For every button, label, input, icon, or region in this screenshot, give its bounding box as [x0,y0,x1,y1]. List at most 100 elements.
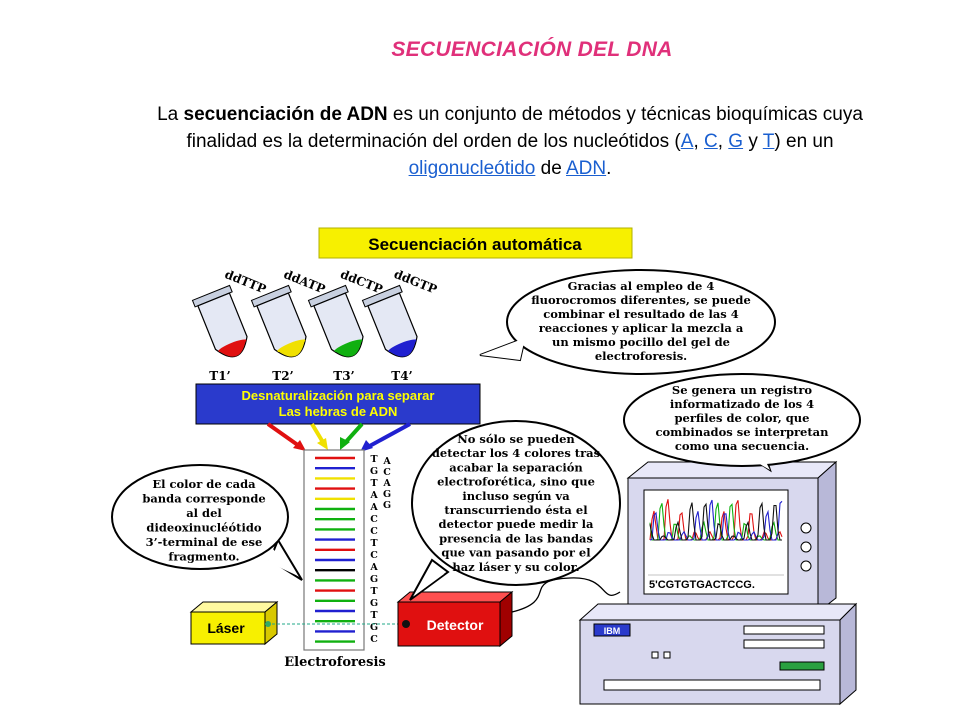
bubble-line: combinar el resultado de las 4 [543,307,739,321]
bubble-line: El color de cada [152,477,256,491]
link-a[interactable]: A [680,131,694,152]
sequence-letter: T [370,454,377,465]
banner: Secuenciación automática [318,227,633,259]
sequence-letter: G [370,466,378,477]
laser-box: Láser [189,600,279,646]
denaturation-line-1: Desnaturalización para separar [242,388,435,403]
chromatogram-trace [649,499,783,541]
tube-tag: T4’ [391,369,412,383]
sequence-letter: G [383,489,391,500]
denaturation-line-2: Las hebras de ADN [279,404,398,419]
bubble-line: informatizado de los 4 [670,397,814,411]
bubble-line: reacciones y aplicar la mezcla a [539,321,744,335]
sequence-letter: C [383,467,391,478]
sequence-letter: T [370,586,377,597]
bubble-line: banda corresponde [142,492,265,506]
gel-bands [315,456,355,643]
sequence-letter: C [370,514,378,525]
sequence-letter: G [370,574,378,585]
bubble-line: que van pasando por el [441,546,591,560]
bubble-line: dideoxinucléótido [146,521,261,535]
bubble-line: acabar la separación [449,460,583,474]
bubble-line: haz láser y su color. [452,560,579,574]
chromatogram [648,499,784,576]
bubble-line: electroforética, sino que [437,475,595,489]
link-c[interactable]: C [704,131,718,152]
bubble-line: Gracias al empleo de 4 [568,279,715,293]
laser-label: Láser [207,620,245,636]
gel-column [303,449,365,651]
bubble-line: fluorocromos diferentes, se puede [531,293,751,307]
bubble-line: transcurriendo ésta el [444,503,588,517]
sequence-letter: G [370,622,378,633]
bubble-line: fragmento. [168,550,239,564]
chromatogram-trace [649,501,782,541]
sequence-letter: A [382,456,391,467]
computer: 5'CGTGTGACTCCG. IBM [578,460,858,706]
tube-ddctp [307,284,364,358]
bubble-line: 3’-terminal de ese [146,535,263,549]
bubble-line: al del [186,506,222,520]
intro-sep-2: , [717,131,729,152]
page-title: SECUENCIACIÓN DEL DNA [391,38,673,61]
tube-ddttp [191,284,248,358]
intro-prefix: La [157,104,184,125]
intro-sep-3: y [743,131,763,152]
screen-sequence: 5'CGTGTGACTCCG. [649,579,755,591]
sequence-letter: A [369,502,378,513]
banner-title: Secuenciación automática [368,235,582,254]
bubble-line: un mismo pocillo del gel de [552,335,730,349]
link-g[interactable]: G [728,131,744,152]
bubble-line: detector puede medir la [439,517,594,531]
bubble-line: Se genera un registro [672,383,813,397]
link-oligonucleotido[interactable]: oligonucleótido [408,158,536,179]
denaturation-box: Desnaturalización para separar Las hebra… [195,383,481,425]
sequence-letter: C [370,526,378,537]
intro-text-2: ) en un [774,131,834,152]
intro-paragraph: La secuenciación de ADN es un conjunto d… [150,101,870,182]
sequence-letter: A [369,490,378,501]
detector-label: Detector [427,617,484,633]
link-t[interactable]: T [762,131,775,152]
link-adn[interactable]: ADN [566,158,607,179]
brand-label: IBM [604,626,621,636]
bubble-line: combinados se interpretan [655,425,829,439]
tube-tag: T3’ [333,369,354,383]
sequence-letter: C [370,634,378,645]
sequence-letter: A [369,562,378,573]
tube-tag: T2’ [272,369,293,383]
sequence-letter: T [370,478,377,489]
bubble-line: presencia de las bandas [439,531,593,545]
bubble-line: detectar los 4 colores tras [432,446,600,460]
tube-ddgtp [361,284,418,358]
tube-tag: T1’ [209,369,230,383]
sequence-letter: G [383,500,391,511]
bubble-line: como una secuencia. [675,439,809,453]
sequence-letter: T [370,610,377,621]
sequence-letter: G [370,598,378,609]
intro-sep-1: , [693,131,704,152]
intro-text-1: es un conjunto de métodos y técnicas bio… [186,104,863,152]
bubble-line: No sólo se pueden [457,432,575,446]
sequence-letter: C [370,550,378,561]
bubble-line: incluso según va [462,489,570,503]
sequence-letter: T [370,538,377,549]
detector-box: Detector [396,590,514,648]
tube-ddatp [250,284,307,358]
sequence-letter: A [382,478,391,489]
chromatogram-trace [649,502,782,541]
color-arrows [266,422,411,452]
bubble-line: electroforesis. [595,349,687,363]
intro-text-4: . [606,158,612,179]
intro-term: secuenciación de ADN [183,104,388,125]
gel-label: Electroforesis [284,655,386,670]
bubble-line: perfiles de color, que [675,411,810,425]
intro-text-3: de [535,158,566,179]
